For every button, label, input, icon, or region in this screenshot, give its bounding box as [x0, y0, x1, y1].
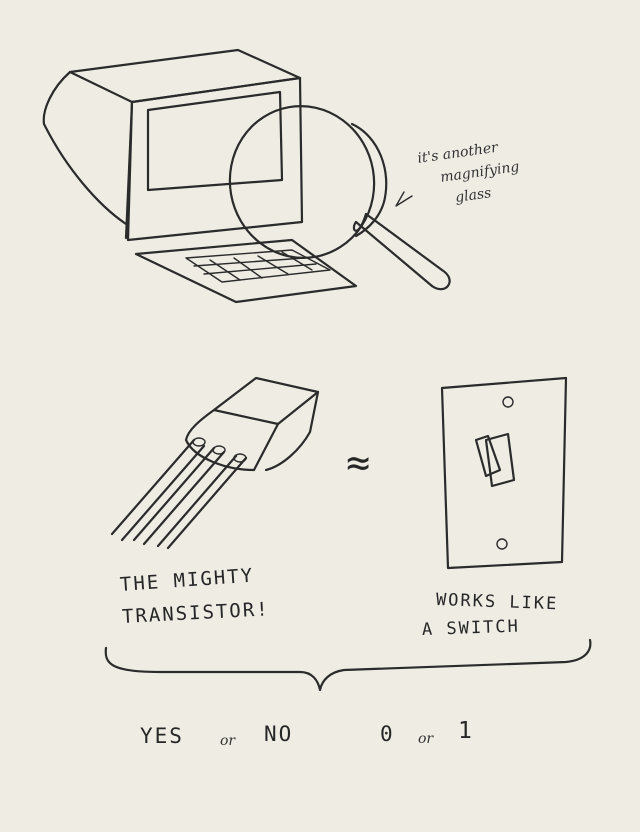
or-text-2: or: [418, 731, 434, 747]
transistor-drawing: [110, 376, 320, 550]
one-text: 1: [458, 718, 474, 744]
computer-monitor-drawing: [42, 48, 304, 242]
light-switch-drawing: [440, 376, 568, 570]
curly-brace-drawing: [104, 638, 592, 692]
switch-label-line-1: WORKS LIKE: [435, 590, 559, 615]
switch-label-line-2: A SWITCH: [421, 616, 521, 640]
zero-text: 0: [380, 722, 395, 746]
magnifying-glass-note: it's another magnifying glass: [416, 134, 524, 213]
no-text: NO: [264, 722, 294, 746]
approx-symbol: ≈: [346, 440, 371, 486]
or-text-1: or: [220, 733, 236, 749]
keyboard-drawing: [134, 238, 358, 304]
yes-text: YES: [140, 724, 184, 748]
magnifying-glass-drawing: [228, 105, 451, 291]
